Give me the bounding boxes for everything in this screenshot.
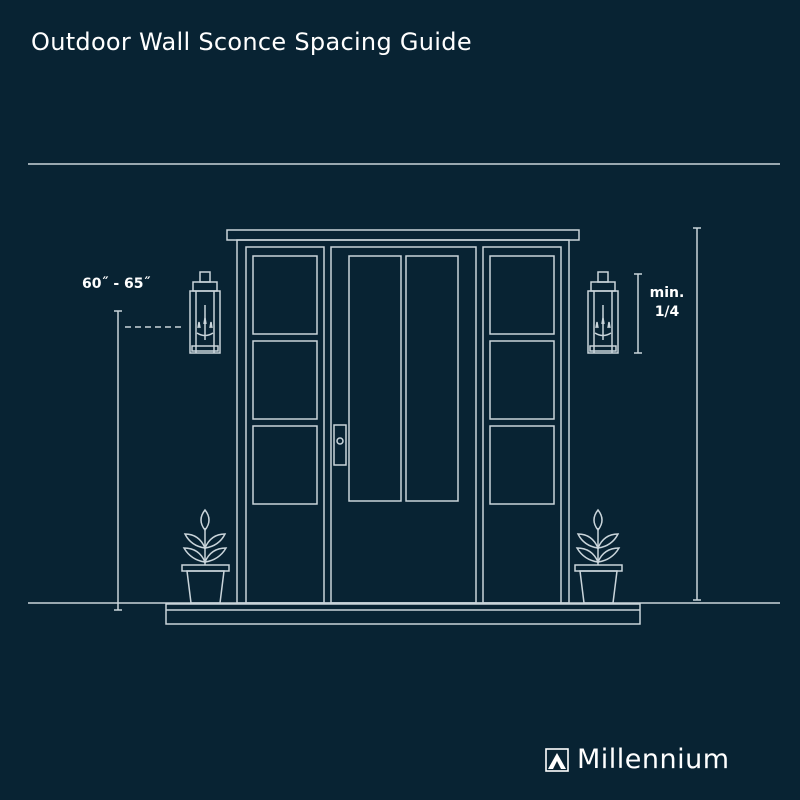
millennium-logo-icon bbox=[545, 747, 569, 772]
right-plant-icon bbox=[574, 508, 623, 604]
door-handle-icon bbox=[333, 424, 347, 466]
min-label-line1: min. bbox=[649, 285, 685, 301]
left-plant-icon bbox=[181, 508, 230, 604]
min-quarter-label: min. 1/4 bbox=[648, 284, 686, 322]
center-door bbox=[330, 246, 477, 604]
left-sidelight bbox=[245, 246, 325, 604]
min-quarter-dimension bbox=[634, 273, 642, 354]
min-label-line2: 1/4 bbox=[654, 304, 680, 320]
right-sidelight bbox=[482, 246, 562, 604]
brand-name: Millennium bbox=[577, 744, 730, 775]
wall-height-dimension bbox=[693, 227, 701, 601]
right-sconce-icon bbox=[587, 271, 619, 354]
left-sconce-icon bbox=[189, 271, 221, 354]
height-dimension bbox=[114, 310, 185, 611]
mount-height-label: 60˝ - 65˝ bbox=[82, 276, 151, 292]
brand-logo: Millennium bbox=[545, 744, 730, 775]
door-frame bbox=[226, 229, 580, 604]
page-title: Outdoor Wall Sconce Spacing Guide bbox=[31, 28, 472, 56]
door-step bbox=[165, 603, 641, 625]
